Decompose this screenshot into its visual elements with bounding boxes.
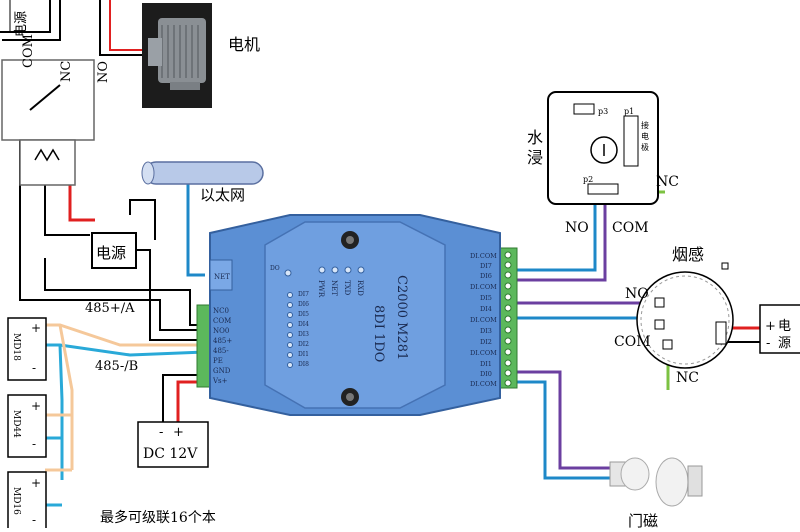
water-sensor: p3 p1 p2 接 电 极 水 浸 NO COM NC — [527, 91, 679, 236]
md3-label: MD16 — [11, 487, 21, 515]
md1-label: MD18 — [11, 333, 21, 361]
di-led-label-do: DO — [270, 265, 280, 272]
power-supply-right: + - 电 源 — [759, 304, 800, 354]
power-mid-label: 电源 — [96, 244, 126, 262]
di-led-label-3: DI3 — [298, 331, 309, 338]
term-di7: DI7 — [480, 262, 492, 270]
term-no0: NO0 — [213, 327, 229, 335]
term-dicom-1: DI.COM — [470, 252, 497, 260]
dc-plus: + — [173, 425, 184, 440]
md3-plus: + — [31, 476, 41, 490]
term-di6: DI6 — [480, 272, 492, 280]
term-di0: DI0 — [480, 370, 492, 378]
di-led-label-4: DI4 — [298, 321, 309, 328]
di-led-label-5: DI5 — [298, 311, 309, 318]
motor: 电机 — [142, 3, 260, 108]
di-led-label-2: DI2 — [298, 341, 309, 348]
term-485p: 485+ — [213, 337, 232, 345]
smoke-label: 烟感 — [672, 245, 704, 264]
power-right-plus: + — [765, 319, 776, 334]
di-led-label-7: DI7 — [298, 291, 309, 298]
bus-note: 最多可级联16个本 — [100, 509, 216, 526]
water-nc: NC — [656, 174, 679, 190]
water-label-top: 水 — [527, 128, 543, 147]
water-p1: p1 — [624, 107, 634, 116]
water-probe-2: 电 — [641, 131, 649, 141]
term-gnd: GND — [213, 367, 231, 375]
di-led-label-1: DI1 — [298, 351, 309, 358]
smoke-no: NO — [625, 286, 649, 302]
water-p2: p2 — [583, 175, 593, 184]
power-supply-top: 电源 — [0, 0, 51, 37]
power-right-minus: - — [766, 336, 770, 351]
smoke-com: COM — [614, 334, 651, 350]
relay: COM NC NO — [1, 34, 111, 186]
md-module-2: + - MD44 — [7, 394, 47, 458]
bus-a-label: 485+/A — [85, 301, 135, 316]
md-module-3: + - MD16 — [7, 471, 47, 532]
term-485n: 485- — [213, 347, 229, 355]
dc-supply: - + DC 12V — [137, 421, 209, 468]
term-di4: DI4 — [480, 305, 492, 313]
term-pe: PE — [213, 357, 223, 365]
water-probe-3: 极 — [641, 142, 649, 152]
led-rxd: RXD — [356, 280, 364, 296]
term-di5: DI5 — [480, 294, 492, 302]
term-dicom-5: DI.COM — [470, 380, 497, 388]
bus-b-label: 485-/B — [95, 359, 138, 374]
wires — [2, 0, 765, 507]
water-com: COM — [612, 220, 649, 236]
power-supply-mid: 电源 — [91, 232, 137, 269]
term-dicom-3: DI.COM — [470, 316, 497, 324]
relay-no-label: NO — [96, 61, 111, 83]
water-no: NO — [565, 220, 589, 236]
ethernet-cable: 以太网 — [141, 161, 264, 204]
di-led-label-6: DI6 — [298, 301, 309, 308]
smoke-nc: NC — [676, 370, 699, 386]
md2-plus: + — [31, 399, 41, 413]
md2-minus: - — [32, 437, 36, 451]
md3-minus: - — [32, 513, 36, 527]
relay-com-label: COM — [21, 34, 36, 68]
relay-nc-label: NC — [59, 61, 74, 82]
term-di3: DI3 — [480, 327, 492, 335]
led-txd: TXD — [343, 280, 351, 296]
md2-label: MD44 — [11, 410, 21, 438]
power-right-label-bot: 源 — [778, 336, 791, 351]
door-magnet: 门磁 — [609, 457, 703, 530]
rs485-bus: 485+/A 485-/B 最多可级联16个本 — [85, 301, 216, 526]
term-dicom-4: DI.COM — [470, 349, 497, 357]
md1-plus: + — [31, 321, 41, 335]
term-vsp: Vs+ — [212, 377, 228, 385]
left-terminal-labels: NC0 COM NO0 485+ 485- PE GND Vs+ — [212, 307, 232, 385]
md1-minus: - — [32, 361, 36, 375]
term-nc0: NC0 — [213, 307, 229, 315]
di-led-label-8: DI8 — [298, 361, 309, 368]
power-right-label-top: 电 — [778, 319, 791, 334]
module-model: C2000 M281 — [394, 275, 409, 360]
dc-label: DC 12V — [143, 446, 198, 462]
water-probe-1: 接 — [641, 120, 649, 130]
motor-label: 电机 — [228, 35, 260, 54]
power-top-label: 电源 — [14, 11, 29, 37]
led-net: NET — [330, 280, 338, 296]
net-port-label: NET — [214, 273, 230, 281]
water-label-bot: 浸 — [527, 148, 543, 167]
module-spec: 8DI 1DO — [371, 305, 386, 362]
term-com: COM — [213, 317, 231, 325]
ethernet-label: 以太网 — [200, 186, 245, 204]
dc-minus: - — [159, 425, 163, 440]
door-label: 门磁 — [628, 512, 658, 528]
led-pwr: PWR — [317, 280, 325, 298]
c2000-module: C2000 M281 8DI 1DO RXD TXD NET PWR DI1 D… — [196, 214, 518, 416]
term-dicom-2: DI.COM — [470, 283, 497, 291]
smoke-detector: 烟感 NO COM NC — [614, 245, 734, 386]
term-di2: DI2 — [480, 338, 492, 346]
right-terminal-labels: DI.COM DI7 DI6 DI.COM DI5 DI4 DI.COM DI3… — [470, 252, 497, 388]
water-p3: p3 — [598, 107, 608, 116]
md-module-1: + - MD18 — [7, 317, 47, 381]
term-di1: DI1 — [480, 360, 492, 368]
